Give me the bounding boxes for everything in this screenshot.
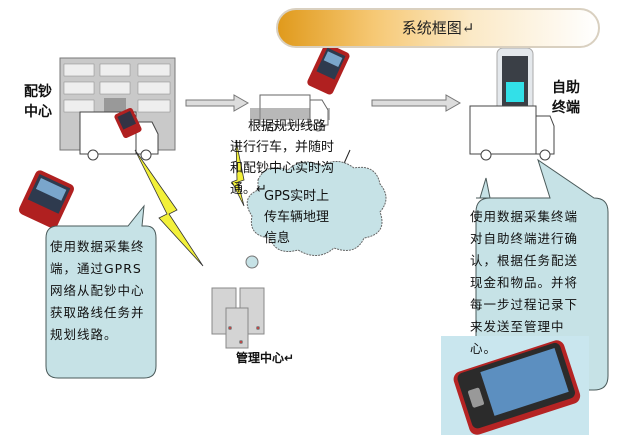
- management-center-label: 管理中心↵: [236, 351, 295, 365]
- terminal-device-icon: [18, 170, 75, 229]
- route-caption: 根据规划线路进行行车，并随时和配钞中心实时沟通。↵: [230, 119, 335, 197]
- terminal-device-photo: [441, 336, 589, 435]
- left-speech-bubble: [45, 204, 157, 379]
- cash-center-label: 配钞中心: [24, 84, 52, 120]
- terminal-device-icon: [307, 43, 350, 95]
- self-service-terminal-label: 自助终端: [552, 80, 580, 116]
- right-bubble-text: 使用数据采集终端对自助终端进行确认，根据任务配送现金和物品。并将每一步过程记录下…: [470, 209, 579, 356]
- right-speech-bubble: [475, 158, 609, 391]
- server-icon: [211, 287, 265, 349]
- gps-cloud: [246, 161, 387, 256]
- arrow-icon: [185, 94, 250, 112]
- left-bubble-text: 使用数据采集终端，通过GPRS网络从配钞中心获取路线任务并规划线路。: [50, 239, 145, 342]
- title-banner: 系统框图↵: [276, 8, 600, 48]
- cash-center-building-icon: [59, 57, 176, 151]
- wireless-signal-bolt-icon: [134, 149, 204, 267]
- gps-caption: GPS实时上传车辆地理信息: [264, 189, 330, 246]
- wireless-signal-bolt-icon: [231, 139, 245, 207]
- terminal-device-icon: [114, 107, 142, 139]
- truck-icon: [250, 94, 330, 132]
- truck-icon: [469, 105, 555, 161]
- arrow-icon: [371, 94, 462, 112]
